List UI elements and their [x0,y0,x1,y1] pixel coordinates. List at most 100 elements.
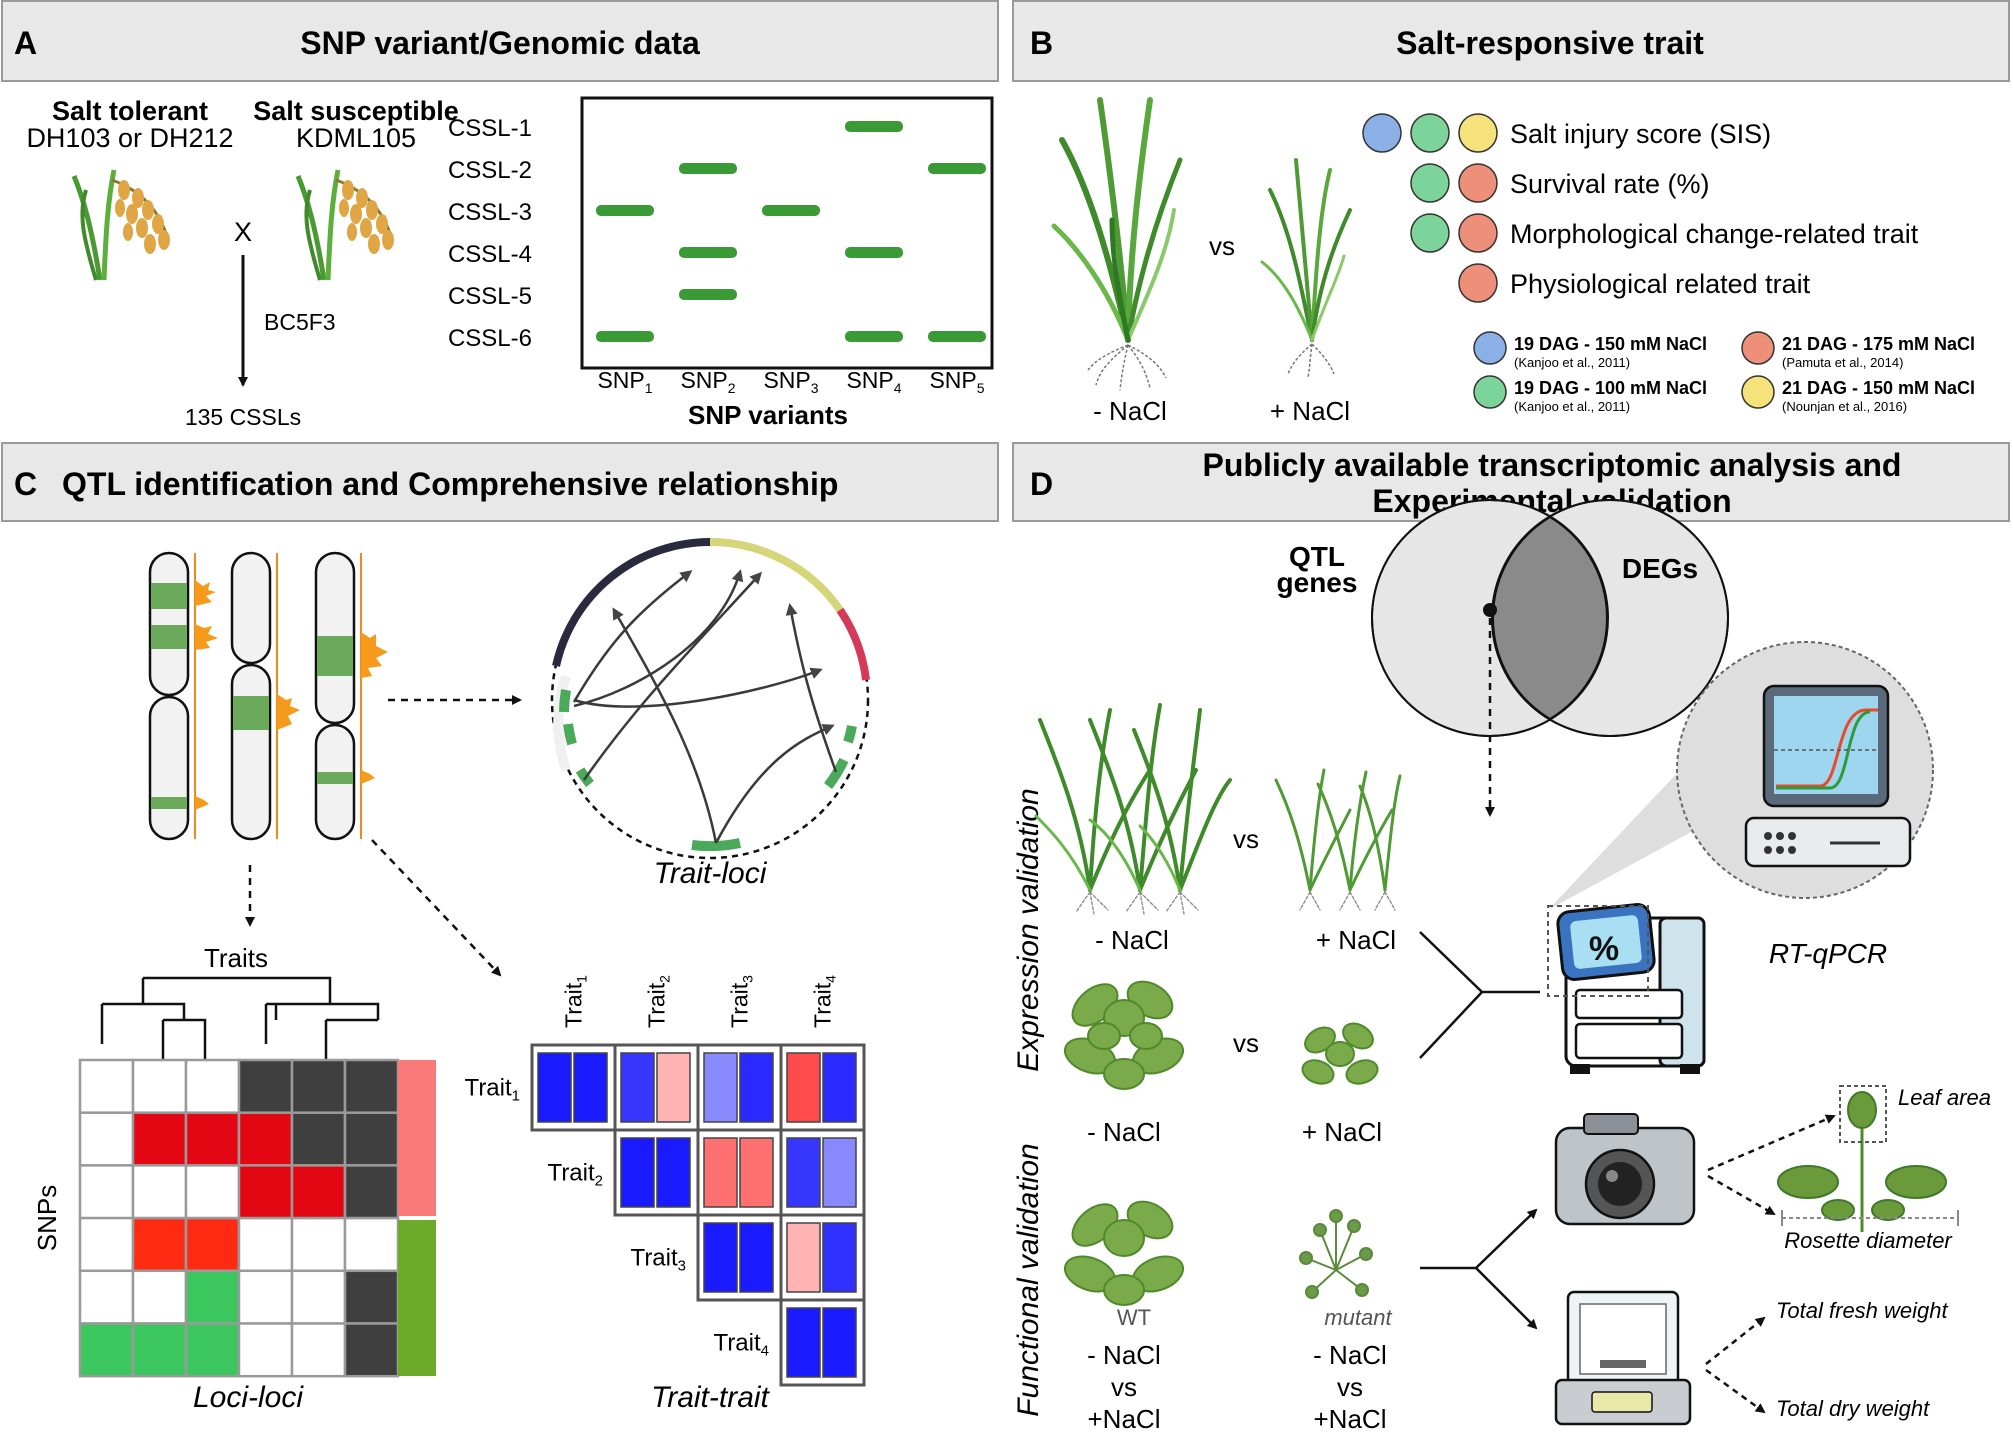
trait-row-label-subscript: 2 [595,1173,603,1190]
trait-correlation-bar [822,1052,857,1123]
stressed-rice-group-icon [1274,768,1402,911]
heatmap-cell [343,1164,400,1220]
heatmap-cell [78,1164,135,1220]
snp-column-label-base: SNP [680,367,727,393]
dry-weight-label: Total dry weight [1776,1396,1930,1421]
heatmap-cell [131,1111,188,1167]
panel-b-letter: B [1030,25,1053,61]
heatmap-cell [290,1058,347,1114]
heatmap-cell [78,1216,135,1273]
generation-label: BC5F3 [264,309,336,335]
rice-panicle-icon [71,169,170,281]
panel-d: D Publicly available transcriptomic anal… [1012,442,2010,1434]
snp-presence-bar [928,163,986,174]
heatmap-grid [78,1058,400,1378]
wt-condition-1: - NaCl [1087,1340,1161,1370]
trait-row-label-base: Trait [714,1330,761,1357]
camera-arrows [1707,1114,1836,1216]
chromosome-diagram [148,551,388,841]
leaf-area-box [1839,1085,1887,1143]
snp-presence-bar [679,289,737,300]
expression-merge-lines [1419,931,1540,1059]
panel-b: B Salt-responsive trait vs [1012,0,2010,426]
chromosome [314,551,388,841]
snp-presence-bar [845,331,903,342]
trait-row-label-subscript: 4 [761,1343,769,1360]
trait-condition-dot [1458,113,1498,153]
chromosome [148,551,218,841]
snp-column-label: SNP5 [929,367,984,396]
mutant-plant-icon [1299,1209,1373,1299]
trait-row-label-base: Trait [631,1245,678,1272]
snp-column-label-subscript: 1 [645,380,653,396]
parent2-title: Salt susceptible [253,96,459,126]
trait-row-label-base: Trait [548,1160,595,1187]
heatmap-cell [290,1269,347,1325]
trait-condition-dot [1458,213,1498,253]
heatmap-cell [343,1058,400,1114]
condition-color-dot [1741,331,1775,365]
heatmap-cell [237,1216,294,1273]
to-trait-matrix-arrow [371,839,502,977]
trait-label: Morphological change-related trait [1510,219,1919,249]
arabidopsis-rosette-icon [1063,980,1185,1090]
trait-column-label: Trait3 [727,975,756,1028]
snp-column-label: SNP2 [680,367,735,396]
trait-column-label-base: Trait [561,982,587,1028]
trait-correlation-bar [739,1137,774,1208]
snp-presence-bar [596,205,654,216]
rice-treat-label: + NaCl [1316,925,1396,955]
trait-column-label-subscript: 4 [823,975,839,983]
chromosome [230,551,300,841]
zoom-source-box [1547,905,1649,997]
trait-correlation-bar [656,1052,691,1123]
arab-vs: vs [1233,1028,1259,1058]
trait-correlation-bar [786,1307,821,1378]
trait-column-label: Trait4 [810,975,839,1028]
qpcr-machine-icon [1556,903,1706,1074]
panel-c-title: QTL identification and Comprehensive rel… [62,466,838,502]
trait-correlation-bar [703,1137,738,1208]
condition-label: 21 DAG - 150 mM NaCl [1782,378,1975,398]
snp-column-label-base: SNP [763,367,810,393]
snp-presence-bar [762,205,820,216]
heatmap-cell [184,1269,241,1325]
panel-b-vs: vs [1209,231,1235,261]
snp-column-label-base: SNP [929,367,976,393]
heatmap-cell [78,1058,135,1114]
heatmap-cell [131,1164,188,1220]
condition-color-dot [1473,331,1507,365]
trait-column-label: Trait1 [561,975,590,1028]
panel-b-title: Salt-responsive trait [1396,25,1704,61]
panel-c-header [1,442,999,522]
population-label: 135 CSSLs [185,404,301,430]
trait-condition-dot [1458,163,1498,203]
snp-presence-bar [928,331,986,342]
snp-column-label-subscript: 5 [977,380,985,396]
trait-row-label: Trait4 [714,1330,769,1360]
mutant-condition-2: vs [1337,1372,1363,1402]
condition-color-dot [1473,375,1507,409]
heatmap-cell [78,1322,135,1378]
mutant-condition-1: - NaCl [1313,1340,1387,1370]
circos-segment [552,538,711,667]
trait-matrix-label: Trait-trait [651,1381,770,1414]
functional-validation-label: Functional validation [1012,1143,1045,1417]
trait-row-label: Trait1 [465,1075,520,1105]
trait-correlation-bar [786,1222,821,1293]
trait-correlation-bar [739,1052,774,1123]
venn-left-label-2: genes [1277,567,1358,598]
trait-row-label: Trait3 [631,1245,686,1275]
trait-correlation-bar [620,1052,655,1123]
snp-presence-bar [679,247,737,258]
heatmap-cell [290,1322,347,1378]
panel-b-treat-label: + NaCl [1270,396,1350,426]
zoom-cone [1548,770,1706,910]
snp-matrix-frame [580,96,994,370]
cssl-row-label: CSSL-4 [448,241,532,268]
heatmap-cell [131,1269,188,1325]
trait-correlation-bar [573,1052,608,1123]
trait-column-label-subscript: 1 [574,975,590,983]
